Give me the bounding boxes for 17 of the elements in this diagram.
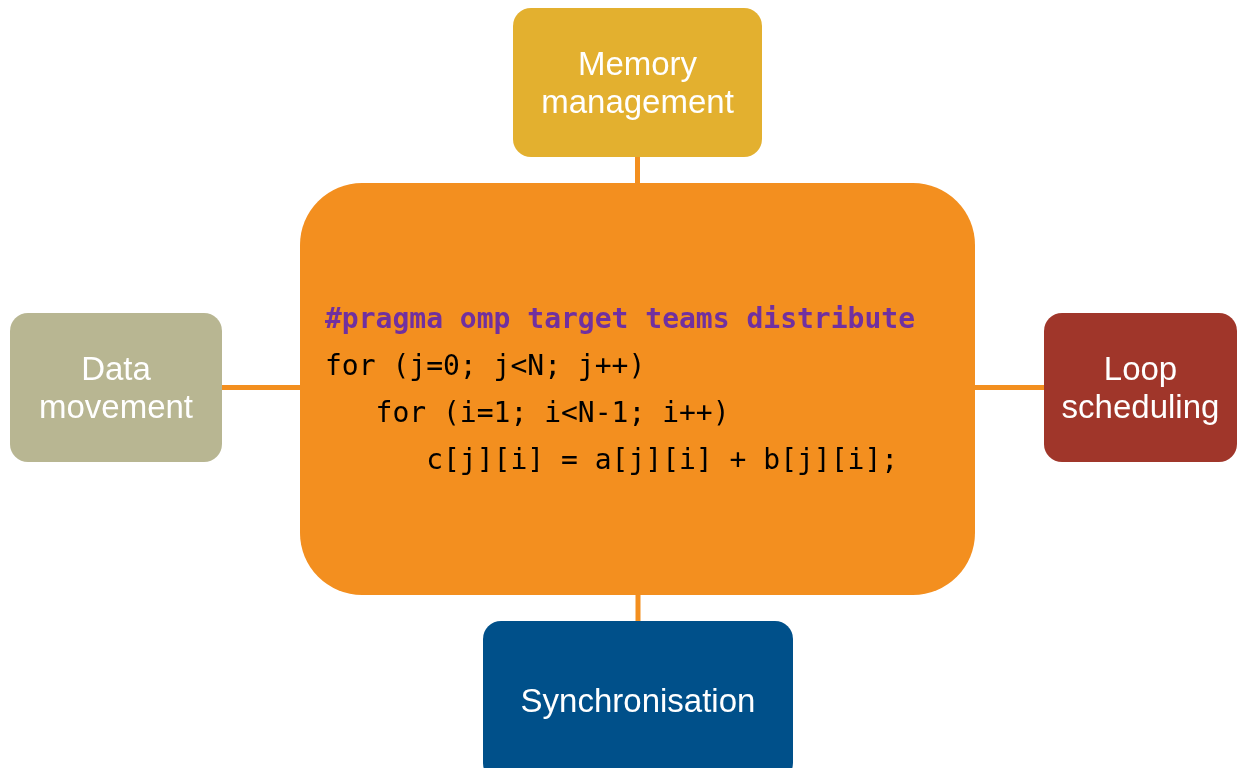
code-line: for (i=1; i<N-1; i++) <box>375 395 730 431</box>
connector-line <box>975 385 1044 390</box>
process-box <box>1044 313 1237 462</box>
connector-line <box>635 157 640 183</box>
process-box <box>10 313 222 462</box>
connector-line <box>222 385 300 390</box>
node-label: Synchronisation <box>520 682 756 720</box>
process-box <box>483 621 793 768</box>
node-label: Memory management <box>540 44 735 121</box>
node-label: Data movement <box>37 349 195 426</box>
code-box <box>300 183 975 595</box>
node-label: Loop scheduling <box>1060 349 1221 426</box>
process-box <box>513 8 762 157</box>
code-line: for (j=0; j<N; j++) <box>325 348 646 384</box>
connector-line <box>635 595 641 621</box>
pragma-directive: #pragma omp target teams distribute <box>325 301 915 337</box>
code-line: c[j][i] = a[j][i] + b[j][i]; <box>426 442 899 478</box>
